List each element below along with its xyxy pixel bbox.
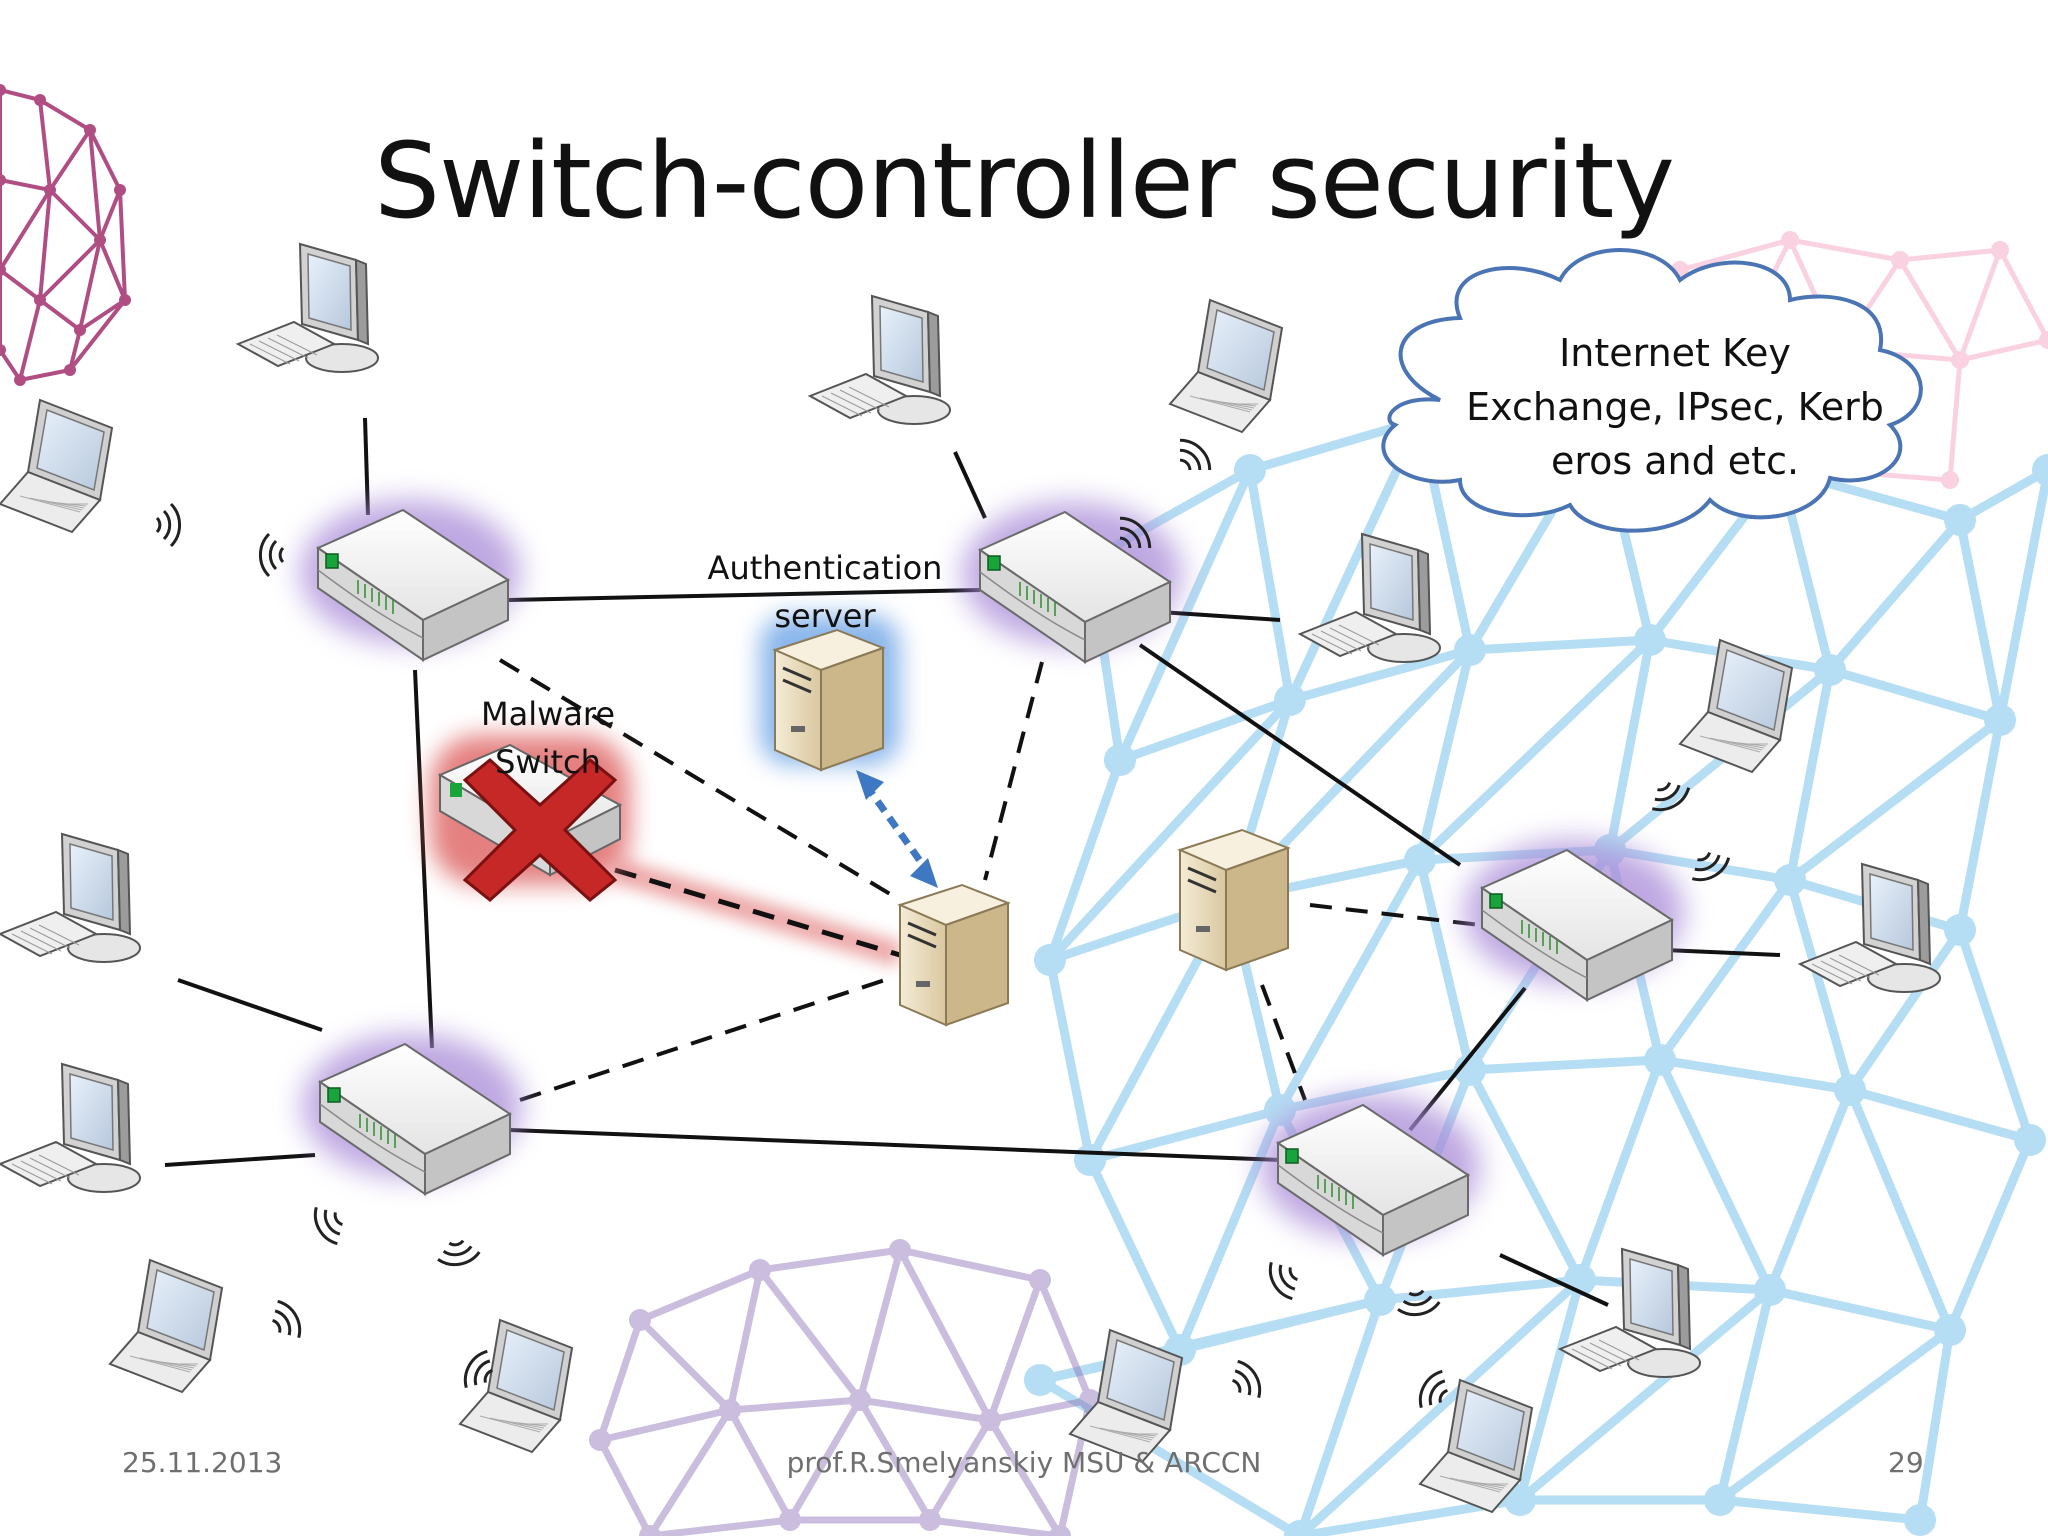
- cloud-text: Internet Key Exchange, IPsec, Kerb eros …: [1455, 326, 1895, 488]
- controller-server-icon: [897, 883, 1011, 1027]
- laptop-icon: [0, 398, 114, 534]
- geodesic-magenta-left: [0, 84, 131, 386]
- footer-author: prof.R.Smelyanskiy MSU & ARCCN: [786, 1446, 1262, 1479]
- laptop-icon: [108, 1258, 224, 1394]
- auth-server-label-line-2: server: [774, 597, 876, 635]
- footer-page-number: 29: [1888, 1446, 1924, 1479]
- wifi-signal-icon: [437, 1239, 481, 1267]
- laptop-icon: [1168, 298, 1284, 434]
- slide-title: Switch-controller security: [374, 120, 1675, 242]
- link-sw4-sw5: [509, 1128, 1281, 1162]
- link-pc-l2-sw4: [164, 1153, 316, 1167]
- cloud-shape: [1381, 248, 1923, 533]
- desktop-computer-icon: [807, 294, 951, 425]
- wifi-signal-icon: [463, 1349, 494, 1389]
- red-x-icon: [462, 758, 618, 902]
- link-sw2-sw3: [1138, 643, 1462, 867]
- link-pc-l-sw4: [177, 978, 323, 1032]
- laptop-icon: [1068, 1328, 1184, 1464]
- network-switch-icon: [300, 500, 520, 662]
- link-sw1-controller: [498, 658, 902, 902]
- wifi-signal-icon: [1231, 1359, 1262, 1399]
- link-sw1-sw2: [507, 588, 981, 602]
- link-controller2-sw5: [1260, 984, 1307, 1101]
- link-sw5-pc-br: [1499, 1253, 1609, 1307]
- link-sw2-controller: [983, 661, 1044, 881]
- laptop-icon: [1418, 1378, 1534, 1514]
- wifi-signal-icon: [271, 1299, 302, 1339]
- desktop-computer-icon: [235, 242, 379, 373]
- footer-date: 25.11.2013: [122, 1446, 283, 1479]
- link-sw4-controller: [519, 978, 886, 1102]
- auth-server-label-line-1: Authentication: [707, 549, 943, 587]
- link-sw3-pc-r: [1664, 948, 1781, 957]
- auth-arrow-icon: [856, 770, 938, 888]
- network-switch-icon: [1260, 1095, 1480, 1257]
- links: [164, 417, 1781, 1307]
- cloud-line-1: Internet Key: [1559, 331, 1791, 375]
- geodesic-blue: [1024, 404, 2048, 1536]
- cloud-line-3: eros and etc.: [1550, 439, 1800, 483]
- malware-switch-label-line-1: Malware: [480, 695, 616, 733]
- link-pc-tc-sw2: [953, 451, 987, 519]
- malware-switch-label-line-2: Switch: [495, 743, 601, 781]
- desktop-computer-icon: [0, 1062, 141, 1193]
- link-pc-tl-sw1: [363, 417, 370, 516]
- wifi-signal-icon: [155, 502, 182, 548]
- desktop-computer-icon: [1297, 532, 1441, 663]
- auth-server-icon: [760, 615, 900, 772]
- desktop-computer-icon: [1797, 862, 1941, 993]
- desktop-computer-icon: [0, 832, 141, 963]
- link-controller2-sw3: [1309, 903, 1481, 927]
- controller-server-icon: [1177, 828, 1291, 972]
- laptop-icon: [1678, 638, 1794, 774]
- wifi-signal-icon: [1418, 1369, 1449, 1409]
- network-switch-icon: [302, 1034, 522, 1196]
- wifi-signal-icon: [313, 1206, 344, 1246]
- wifi-signal-icon: [1397, 1289, 1441, 1317]
- network-switch-icon: [962, 502, 1182, 664]
- auth-server-label: Authentication server: [690, 544, 960, 640]
- malware-link: [614, 867, 901, 958]
- wifi-signal-icon: [1119, 516, 1152, 549]
- network-switch-icon: [1464, 840, 1684, 1002]
- malware-switch-label: Malware Switch: [448, 690, 648, 786]
- desktop-computer-icon: [1557, 1247, 1701, 1378]
- link-sw1-sw4: [413, 669, 434, 1049]
- link-sw2-pc-r: [1159, 610, 1281, 622]
- laptop-icon: [458, 1318, 574, 1454]
- geodesic-purple-bottom: [589, 1239, 1101, 1536]
- wifi-signal-icon: [1651, 781, 1691, 812]
- wifi-signal-icon: [258, 532, 285, 578]
- wifi-signal-icon: [1179, 438, 1212, 471]
- wifi-signal-icon: [1691, 851, 1731, 882]
- wifi-signal-icon: [1268, 1261, 1299, 1301]
- cloud-line-2: Exchange, IPsec, Kerb: [1466, 385, 1884, 429]
